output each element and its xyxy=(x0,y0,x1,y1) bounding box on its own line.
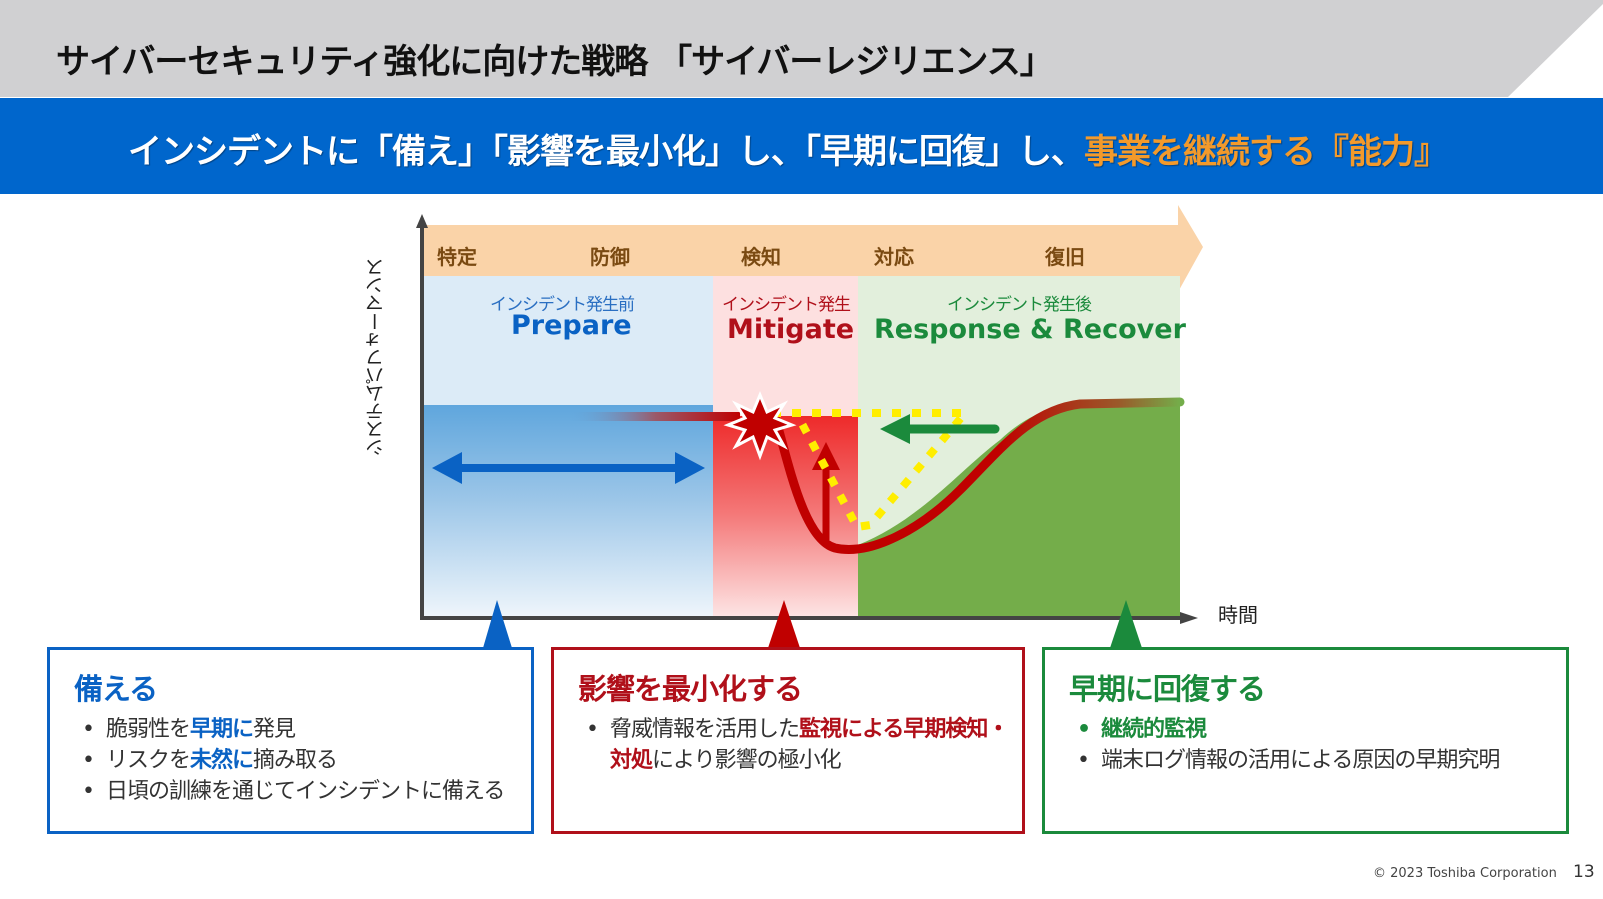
phase-recover: 復旧 xyxy=(1045,245,1085,269)
phase-respond: 対応 xyxy=(874,245,914,269)
copyright: © 2023 Toshiba Corporation xyxy=(1373,866,1557,881)
tagline-accent: 事業を継続する『能力』 xyxy=(1084,132,1448,172)
prepare-card-title: 備える xyxy=(74,672,158,706)
list-item: 端末ログ情報の活用による原因の早期究明 xyxy=(1069,745,1500,776)
tagline-main: インシデントに「備え」「影響を最小化」し、「早期に回復」し、 xyxy=(128,132,1085,172)
mitigate-zone-title: Mitigate xyxy=(727,314,855,345)
list-item: 脆弱性を早期に発見 xyxy=(74,714,504,745)
item-text: 脆弱性を xyxy=(106,717,191,742)
item-text: 脅威情報を活用した xyxy=(610,717,800,742)
green-arrow-head xyxy=(880,414,910,444)
item-text: 端末ログ情報の活用による原因の早期究明 xyxy=(1101,748,1500,773)
recover-card-list: 継続的監視 端末ログ情報の活用による原因の早期究明 xyxy=(1069,714,1500,776)
phase-arrow-band xyxy=(424,205,1203,292)
item-highlight: 早期に xyxy=(190,717,254,742)
item-text: により影響の極小化 xyxy=(652,748,842,773)
recover-card-title: 早期に回復する xyxy=(1069,672,1266,706)
mitigate-card-list: 脅威情報を活用した監視による早期検知・対処により影響の極小化 xyxy=(578,714,1010,776)
prepare-card-list: 脆弱性を早期に発見 リスクを未然に摘み取る 日頃の訓練を通じてインシデントに備え… xyxy=(74,714,505,807)
phase-identify: 特定 xyxy=(437,245,477,269)
incident-burst-icon xyxy=(723,391,797,461)
mitigate-card-title: 影響を最小化する xyxy=(578,672,803,706)
mitigate-zone-subtitle: インシデント発生 xyxy=(722,295,851,315)
x-axis-label: 時間 xyxy=(1218,603,1258,627)
list-item: リスクを未然に摘み取る xyxy=(74,745,504,776)
y-axis-label: システムパフォーマンス xyxy=(365,259,387,457)
page-number: 13 xyxy=(1573,862,1595,882)
dotted-response-path xyxy=(772,409,974,532)
performance-curve xyxy=(771,397,1185,554)
item-text: リスクを xyxy=(106,748,191,773)
phase-detect: 検知 xyxy=(741,245,781,269)
prepare-performance-fill xyxy=(424,405,713,616)
phase-protect: 防御 xyxy=(590,245,630,269)
tagline-text: インシデントに「備え」「影響を最小化」し、「早期に回復」し、事業を継続する『能力… xyxy=(128,124,1448,173)
recover-pointer xyxy=(1110,600,1142,648)
prepare-arrow-right-head xyxy=(675,452,705,484)
prepare-pointer xyxy=(483,600,512,648)
item-highlight: 未然に xyxy=(190,748,254,773)
recover-zone-subtitle: インシデント発生後 xyxy=(947,295,1092,315)
prepare-zone-title: Prepare xyxy=(511,310,632,341)
item-text: 摘み取る xyxy=(253,748,338,773)
y-axis-arrowhead xyxy=(416,214,428,228)
list-item: 日頃の訓練を通じてインシデントに備える xyxy=(74,776,505,807)
performance-line-pre xyxy=(570,412,740,421)
tagline-banner xyxy=(0,98,1603,194)
list-item: 脅威情報を活用した監視による早期検知・対処により影響の極小化 xyxy=(578,714,1010,776)
title-band xyxy=(0,0,1603,97)
list-item: 継続的監視 xyxy=(1069,714,1499,745)
prepare-arrow-left-head xyxy=(432,452,462,484)
recover-performance-fill xyxy=(858,401,1180,616)
item-highlight: 監視による早期検知・対処 xyxy=(610,717,1009,773)
recover-card: 早期に回復する 継続的監視 端末ログ情報の活用による原因の早期究明 xyxy=(1042,647,1569,834)
item-highlight: 継続的監視 xyxy=(1101,717,1207,742)
page-title: サイバーセキュリティ強化に向けた戦略 「サイバーレジリエンス」 xyxy=(56,42,1054,82)
mitigate-pointer xyxy=(768,600,800,648)
item-text: 日頃の訓練を通じてインシデントに備える xyxy=(106,779,505,804)
mitigate-card: 影響を最小化する 脅威情報を活用した監視による早期検知・対処により影響の極小化 xyxy=(551,647,1025,834)
item-text: 発見 xyxy=(253,717,296,742)
prepare-card: 備える 脆弱性を早期に発見 リスクを未然に摘み取る 日頃の訓練を通じてインシデン… xyxy=(47,647,534,834)
prepare-zone-subtitle: インシデント発生前 xyxy=(490,295,635,315)
x-axis-arrowhead xyxy=(1180,612,1198,624)
recover-zone-title: Response & Recover xyxy=(874,314,1186,345)
